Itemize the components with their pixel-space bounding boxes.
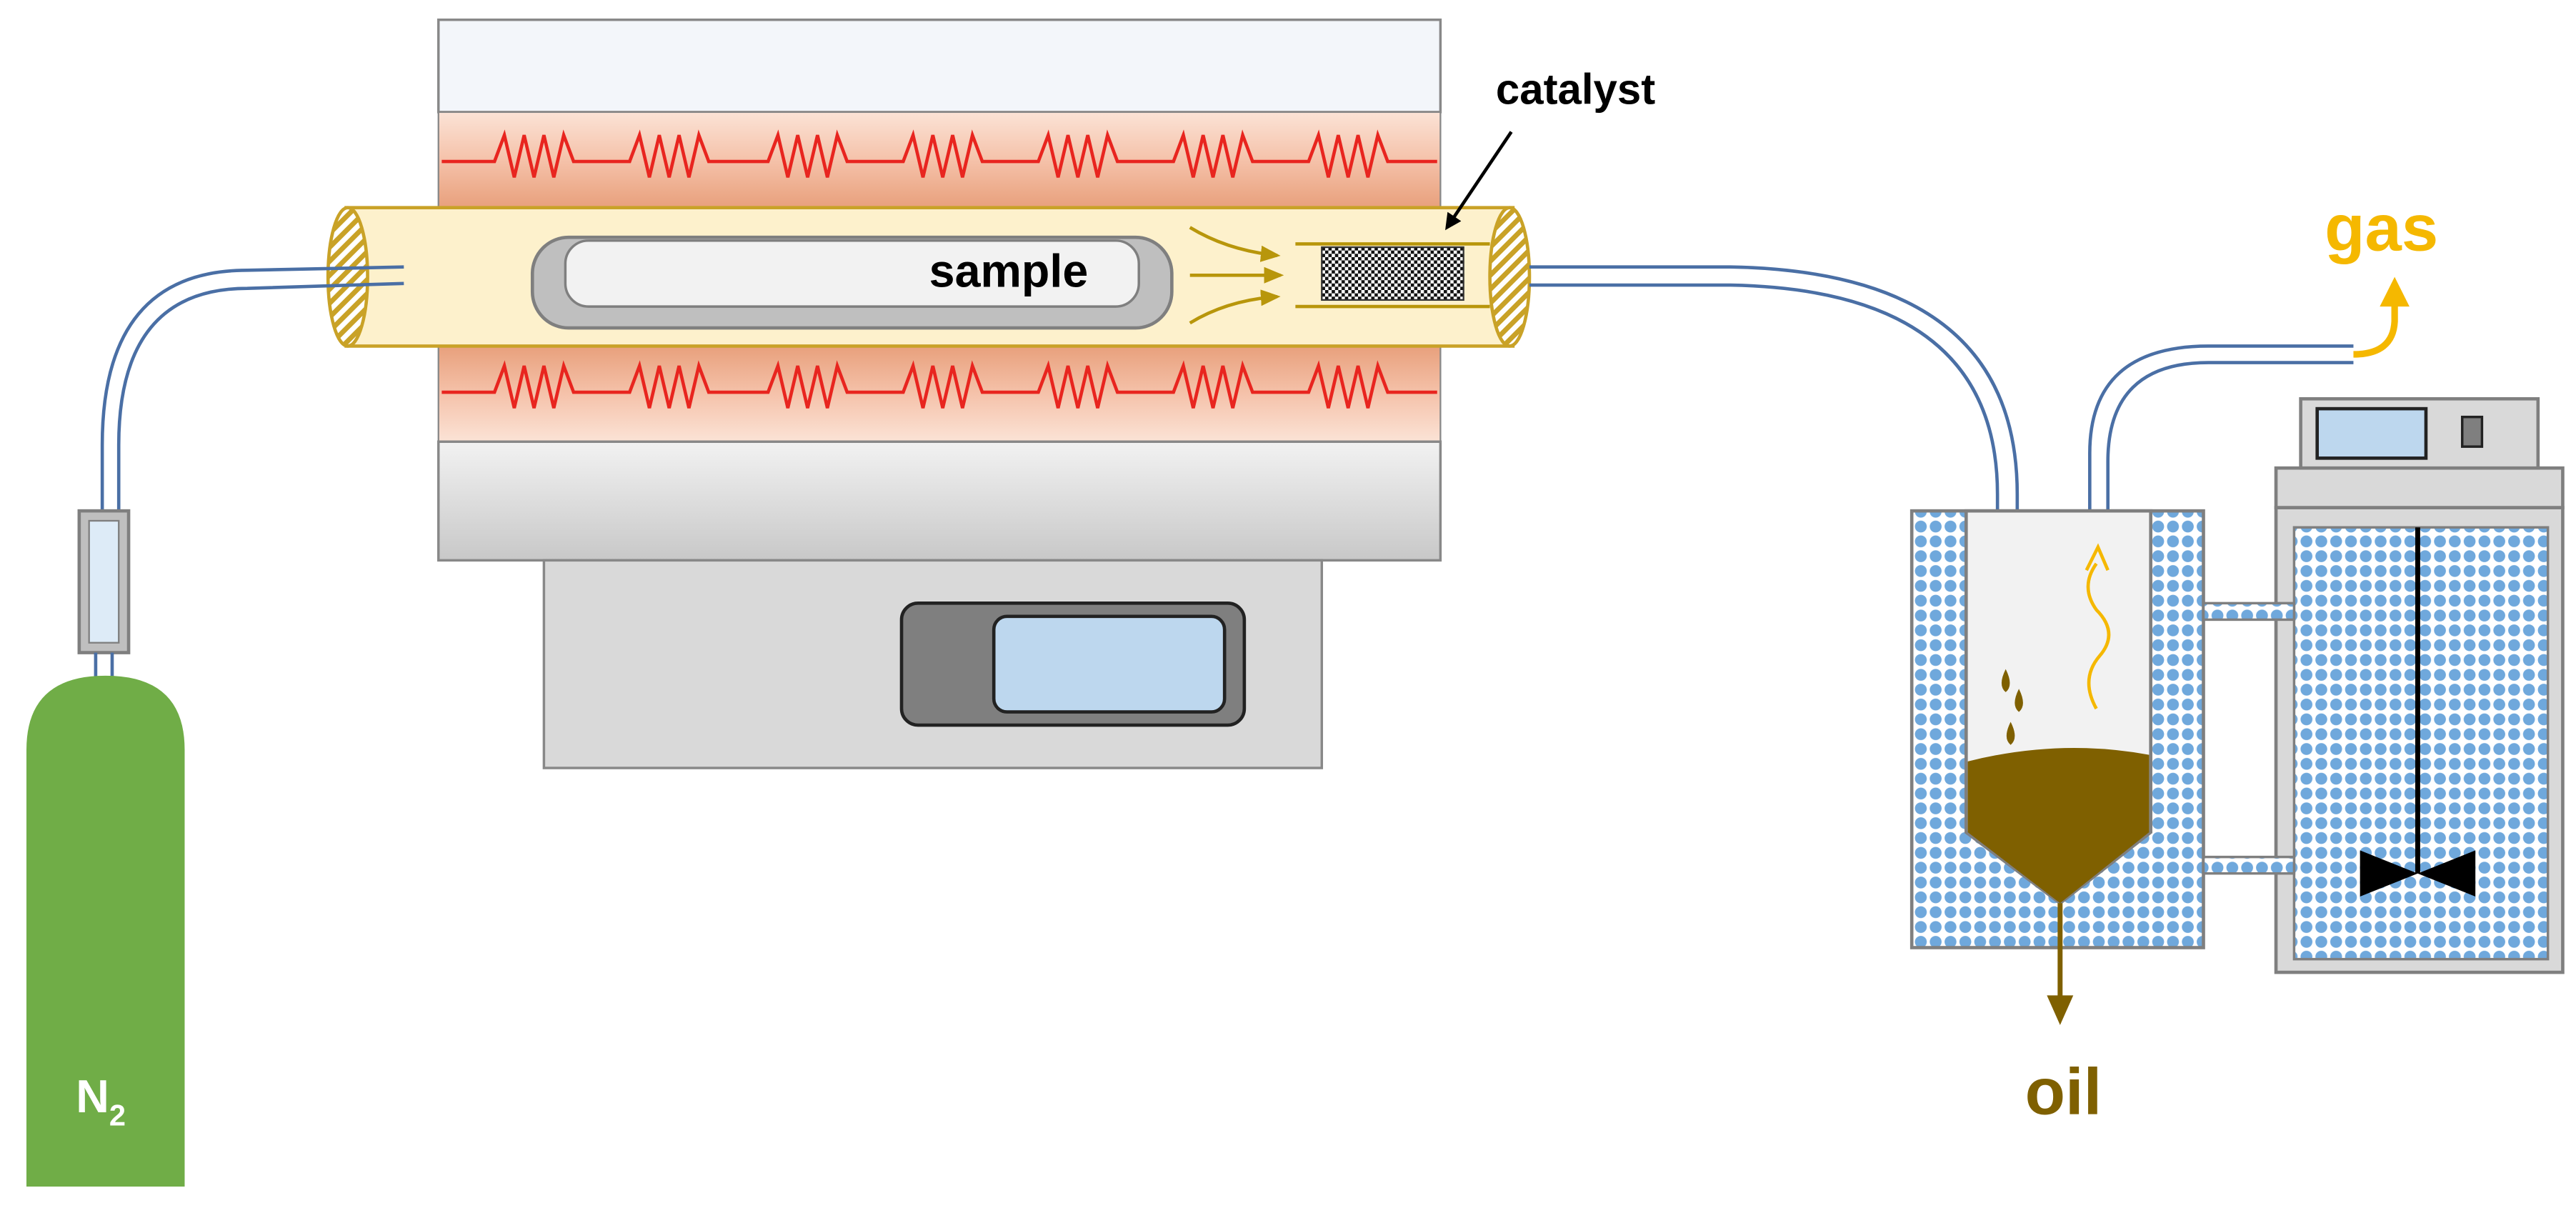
gas-bubble-path xyxy=(2086,562,2111,710)
gas-exit-tube-outer xyxy=(2088,344,2354,544)
coolant-pipe-upper xyxy=(2202,601,2296,622)
gas-bubble-arrowhead xyxy=(2085,543,2110,571)
gas-label: gas xyxy=(2325,191,2438,265)
collected-oil xyxy=(1967,747,2150,904)
flow-arrow-bottom xyxy=(1189,289,1281,325)
furnace-controller-display xyxy=(992,614,1227,714)
furnace-top-panel xyxy=(437,18,1442,114)
oil-outlet-arrowhead xyxy=(2047,995,2074,1025)
chiller-switch xyxy=(2460,415,2484,448)
furnace-base-top xyxy=(437,440,1442,562)
catalyst-bed xyxy=(1321,246,1464,301)
tube-furnace xyxy=(437,18,1442,769)
flowmeter-glass xyxy=(88,519,120,644)
n2-feed-tube-outer xyxy=(100,265,404,514)
quartz-reactor-tube: sample catalyst xyxy=(326,65,1655,348)
tube-inlet-cap xyxy=(326,206,369,348)
outlet-tube-outer xyxy=(1529,265,2020,659)
gas-exit-arrowhead xyxy=(2380,276,2410,307)
flow-arrow-top xyxy=(1189,226,1281,262)
oil-label: oil xyxy=(2025,1054,2102,1129)
gas-tubing xyxy=(100,265,2354,659)
heater-coil-top xyxy=(441,129,1437,178)
gas-exit-arrow xyxy=(2353,299,2398,358)
nitrogen-cylinder: N2 xyxy=(26,509,185,1187)
cylinder-body xyxy=(26,675,185,1187)
sample-label: sample xyxy=(929,245,1089,296)
sample-boat-inner xyxy=(564,239,1140,308)
tube-outlet-cap xyxy=(1488,206,1532,348)
oil-drop-3 xyxy=(2006,722,2015,745)
coolant-pipe-lower xyxy=(2202,855,2296,875)
catalyst-label: catalyst xyxy=(1496,65,1655,113)
chiller-coolant xyxy=(2292,526,2550,961)
oil-drop-2 xyxy=(2015,689,2023,712)
condenser-bath: oil gas xyxy=(1909,191,2438,1129)
n2-feed-tube-inner xyxy=(116,281,404,514)
circulating-chiller xyxy=(2202,396,2565,974)
gas-exit-tube-inner xyxy=(2106,361,2354,544)
oil-drop-1 xyxy=(2001,669,2010,692)
n2-label: N2 xyxy=(76,1071,126,1132)
heater-coil-bottom xyxy=(441,360,1437,409)
chiller-display xyxy=(2315,406,2428,460)
catalyst-pointer-arrow xyxy=(1445,131,1513,231)
outlet-tube-inner xyxy=(1529,283,2000,659)
chiller-lid xyxy=(2274,466,2565,509)
